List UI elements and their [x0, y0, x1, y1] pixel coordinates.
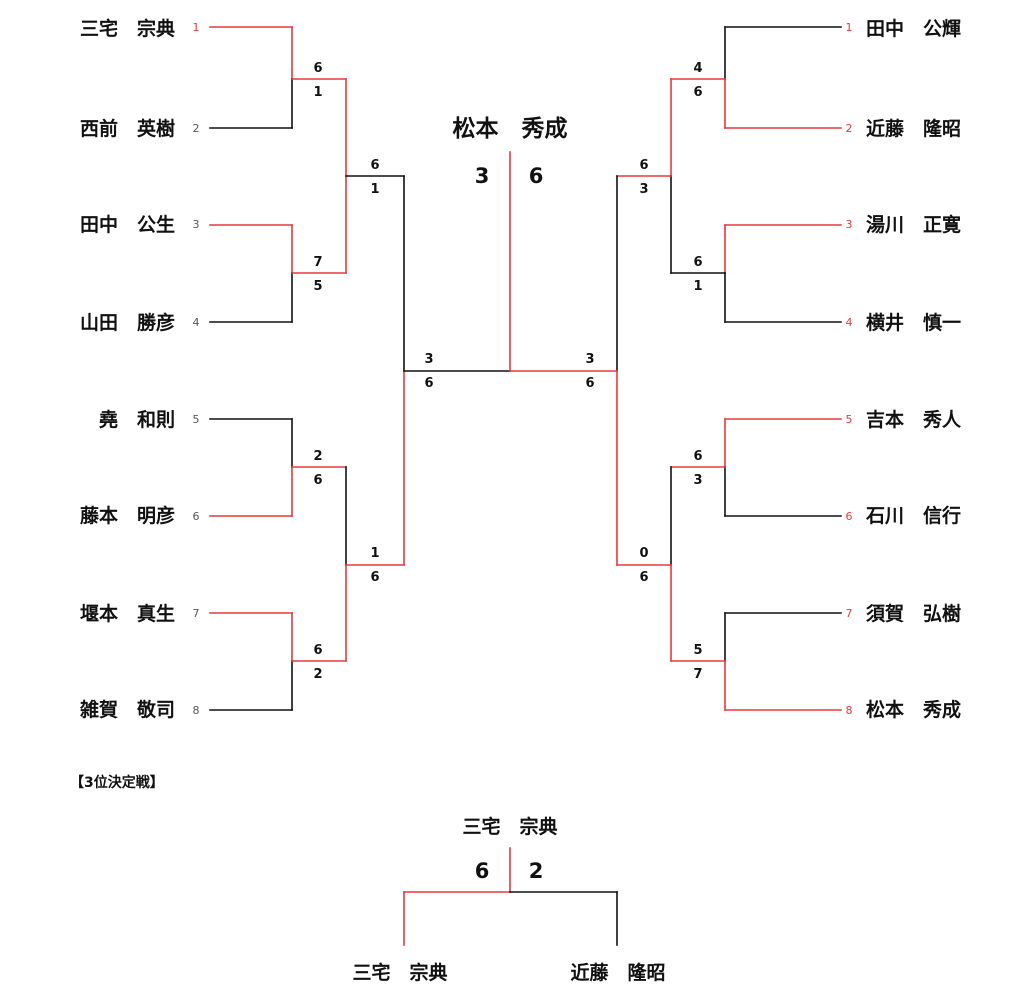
match-score: 6	[639, 570, 648, 585]
third-place-score-left: 6	[475, 859, 490, 883]
left-player-name: 雑賀 敬司	[79, 698, 175, 721]
left-player-name: 三宅 宗典	[80, 17, 175, 40]
seed-number: 2	[193, 122, 200, 135]
seed-number: 6	[193, 510, 200, 523]
match-score: 6	[693, 255, 702, 270]
seed-number: 5	[193, 413, 200, 426]
match-score: 3	[639, 182, 648, 197]
final-score-left: 3	[475, 164, 490, 188]
match-score: 6	[585, 376, 594, 391]
right-player-name: 須賀 弘樹	[866, 602, 961, 625]
right-round2-scores: 6 3 0 6	[639, 158, 648, 585]
match-score: 1	[693, 279, 702, 294]
seed-number: 1	[846, 21, 853, 34]
match-score: 6	[370, 570, 379, 585]
match-score: 2	[313, 449, 322, 464]
seed-number: 3	[193, 218, 200, 231]
seed-number: 8	[193, 704, 200, 717]
match-score: 3	[424, 352, 433, 367]
left-player-name: 山田 勝彦	[80, 311, 175, 334]
left-round2-scores: 6 1 1 6	[370, 158, 379, 585]
right-player-name: 横井 慎一	[866, 311, 961, 334]
bracket-lines	[209, 26, 842, 946]
right-round1-scores: 4 6 6 1 6 3 5 7	[693, 61, 702, 682]
seed-number: 3	[846, 218, 853, 231]
match-score: 6	[639, 158, 648, 173]
seed-number: 7	[193, 607, 200, 620]
left-players: 三宅 宗典 西前 英樹 田中 公生 山田 勝彦 堯 和則 藤本 明彦 堰本 真生…	[79, 17, 175, 721]
match-score: 1	[313, 85, 322, 100]
right-player-name: 松本 秀成	[866, 698, 961, 721]
match-score: 3	[693, 473, 702, 488]
seed-number: 6	[846, 510, 853, 523]
seed-number: 7	[846, 607, 853, 620]
right-player-name: 近藤 隆昭	[866, 117, 961, 140]
seed-number: 4	[846, 316, 853, 329]
right-player-name: 吉本 秀人	[866, 408, 962, 431]
match-score: 6	[313, 643, 322, 658]
seed-number: 2	[846, 122, 853, 135]
right-player-name: 石川 信行	[865, 504, 961, 527]
third-place-title: 【3位決定戦】	[70, 774, 164, 791]
match-score: 5	[313, 279, 322, 294]
match-score: 2	[313, 667, 322, 682]
seed-number: 4	[193, 316, 200, 329]
left-semi-scores: 3 6	[424, 352, 433, 391]
seed-number: 5	[846, 413, 853, 426]
match-score: 7	[693, 667, 702, 682]
left-round1-scores: 6 1 7 5 2 6 6 2	[313, 61, 322, 682]
left-player-name: 田中 公生	[80, 213, 175, 236]
match-score: 4	[693, 61, 702, 76]
third-place-left-player: 三宅 宗典	[352, 961, 447, 984]
third-place-right-player: 近藤 隆昭	[570, 961, 665, 984]
match-score: 6	[424, 376, 433, 391]
left-player-name: 堯 和則	[98, 408, 175, 431]
match-score: 6	[370, 158, 379, 173]
seed-number: 1	[193, 21, 200, 34]
left-player-name: 堰本 真生	[80, 602, 175, 625]
left-player-name: 藤本 明彦	[80, 504, 175, 527]
match-score: 5	[693, 643, 702, 658]
match-score: 3	[585, 352, 594, 367]
match-score: 6	[693, 85, 702, 100]
final-match: 松本 秀成 3 6	[453, 116, 568, 188]
match-score: 1	[370, 182, 379, 197]
third-place-match: 【3位決定戦】 三宅 宗典 6 2 三宅 宗典 近藤 隆昭	[70, 774, 666, 984]
match-score: 7	[313, 255, 322, 270]
left-player-name: 西前 英樹	[80, 117, 175, 140]
final-score-right: 6	[529, 164, 544, 188]
third-place-winner: 三宅 宗典	[462, 815, 557, 838]
match-score: 6	[313, 473, 322, 488]
champion-name: 松本 秀成	[453, 116, 568, 142]
match-score: 6	[313, 61, 322, 76]
match-score: 0	[639, 546, 648, 561]
right-player-name: 湯川 正寛	[866, 213, 961, 236]
third-place-score-right: 2	[529, 859, 544, 883]
left-seeds: 1 2 3 4 5 6 7 8	[193, 21, 200, 717]
right-players: 田中 公輝 近藤 隆昭 湯川 正寛 横井 慎一 吉本 秀人 石川 信行 須賀 弘…	[865, 17, 962, 721]
right-seeds: 1 2 3 4 5 6 7 8	[846, 21, 853, 717]
match-score: 1	[370, 546, 379, 561]
right-semi-scores: 3 6	[585, 352, 594, 391]
match-score: 6	[693, 449, 702, 464]
seed-number: 8	[846, 704, 853, 717]
right-player-name: 田中 公輝	[866, 17, 961, 40]
